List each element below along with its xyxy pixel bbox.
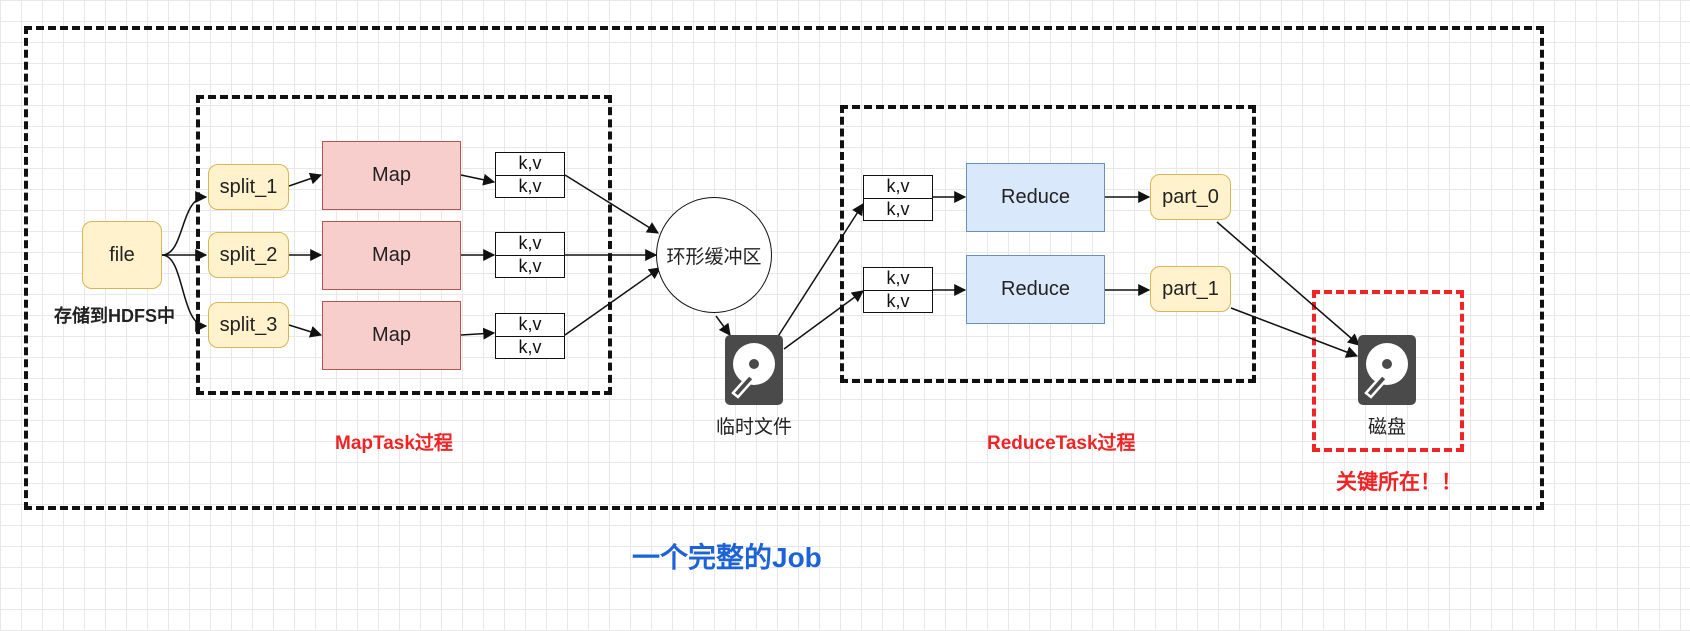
kv-pair-map-2: k,v k,v <box>495 232 565 278</box>
reduce-node-1: Reduce <box>966 163 1105 232</box>
split-label: split_2 <box>219 243 278 266</box>
key-note-label: 关键所在！！ <box>1336 471 1462 494</box>
ring-buffer-node: 环形缓冲区 <box>656 197 772 313</box>
job-boundary <box>24 26 1544 510</box>
part-label: part_1 <box>1162 277 1219 300</box>
kv-label: k,v <box>496 335 564 359</box>
kv-label: k,v <box>518 233 542 254</box>
map-label: Map <box>372 324 411 346</box>
arrow-tempfile-kv-2 <box>783 290 864 350</box>
reducetask-label: ReduceTask过程 <box>987 433 1136 454</box>
hdfs-caption: 存储到HDFS中 <box>54 306 175 326</box>
reduce-label: Reduce <box>1001 186 1070 208</box>
ring-buffer-label: 环形缓冲区 <box>666 246 762 268</box>
arrow-part-0-disk <box>1216 221 1360 346</box>
kv-pair-map-3: k,v k,v <box>495 313 565 359</box>
split-label: split_3 <box>219 313 278 336</box>
map-node-1: Map <box>322 141 461 210</box>
hard-disk-icon <box>725 335 783 405</box>
kv-label: k,v <box>864 197 932 221</box>
arrow-split-map-1 <box>288 172 323 187</box>
maptask-label: MapTask过程 <box>335 433 453 454</box>
disk-highlight-boundary <box>1312 290 1464 452</box>
arrow-tempfile-kv-1 <box>776 202 864 339</box>
map-node-2: Map <box>322 221 461 290</box>
diagram-title: 一个完整的Job <box>632 542 822 573</box>
map-node-3: Map <box>322 301 461 370</box>
split-node-2: split_2 <box>208 232 289 278</box>
arrow-part-1-disk <box>1230 307 1359 358</box>
part-node-0: part_0 <box>1150 174 1231 220</box>
hard-disk-icon <box>1358 335 1416 405</box>
split-label: split_1 <box>219 175 278 198</box>
reduce-label: Reduce <box>1001 278 1070 300</box>
kv-label: k,v <box>518 314 542 335</box>
kv-label: k,v <box>496 254 564 278</box>
kv-label: k,v <box>886 268 910 289</box>
kv-pair-reduce-1: k,v k,v <box>863 175 933 221</box>
split-node-1: split_1 <box>208 164 289 210</box>
part-label: part_0 <box>1162 185 1219 208</box>
map-label: Map <box>372 164 411 186</box>
arrow-file-split-3 <box>161 254 208 332</box>
arrow-buffer-tempfile <box>715 315 731 336</box>
arrow-kv-buffer-3 <box>564 267 661 336</box>
temp-file-label: 临时文件 <box>716 417 793 438</box>
arrow-kv-buffer-1 <box>564 174 660 234</box>
kv-label: k,v <box>864 289 932 313</box>
split-node-3: split_3 <box>208 302 289 348</box>
arrow-file-split-1 <box>161 191 208 256</box>
reduce-node-2: Reduce <box>966 255 1105 324</box>
kv-label: k,v <box>496 174 564 198</box>
reducetask-boundary <box>840 105 1256 383</box>
kv-pair-map-1: k,v k,v <box>495 152 565 198</box>
arrow-map-kv-1 <box>460 173 496 186</box>
maptask-boundary <box>196 95 612 395</box>
kv-pair-reduce-2: k,v k,v <box>863 267 933 313</box>
kv-label: k,v <box>886 176 910 197</box>
kv-label: k,v <box>518 153 542 174</box>
file-node: file <box>82 221 162 289</box>
file-node-label: file <box>109 243 135 266</box>
part-node-1: part_1 <box>1150 266 1231 312</box>
disk-label: 磁盘 <box>1368 417 1407 438</box>
map-label: Map <box>372 244 411 266</box>
arrow-map-kv-3 <box>460 327 496 340</box>
arrow-split-map-3 <box>288 324 323 338</box>
